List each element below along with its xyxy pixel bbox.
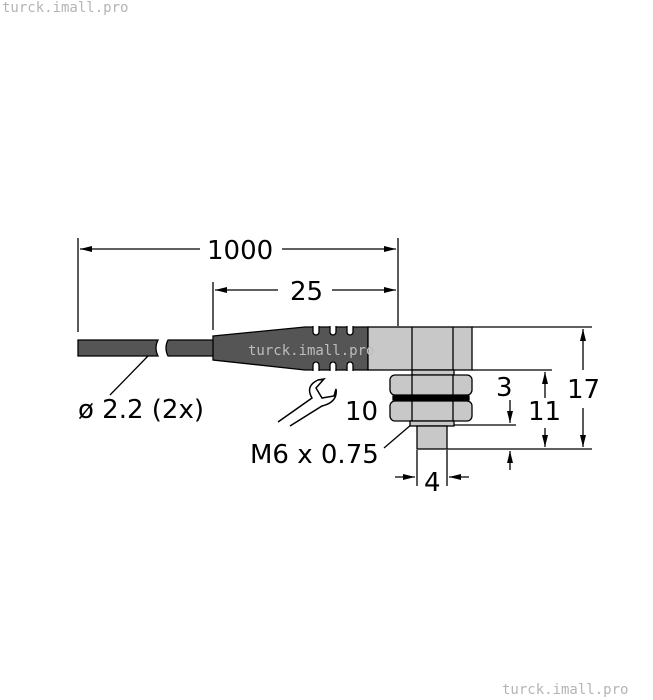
watermark-top: turck.imall.pro (2, 0, 129, 16)
dim-cable-diameter: ø 2.2 (2x) (78, 395, 204, 425)
dim-wrench-size: 10 (345, 397, 378, 427)
watermark-center: turck.imall.pro (248, 343, 374, 359)
watermark-bottom: turck.imall.pro (502, 682, 629, 698)
dim-height-17: 17 (567, 375, 600, 405)
dim-height-11: 11 (528, 397, 561, 427)
cable (77, 339, 216, 357)
dim-nut-3: 3 (496, 373, 513, 403)
dim-thread: M6 x 0.75 (250, 440, 379, 470)
dimension-lines (77, 238, 592, 486)
wrench-icon (277, 377, 337, 427)
dim-length-25: 25 (290, 277, 323, 307)
connector-body (367, 326, 473, 450)
connector-boot (212, 320, 375, 377)
dim-pin-4: 4 (424, 468, 441, 498)
dim-length-1000: 1000 (207, 236, 273, 266)
